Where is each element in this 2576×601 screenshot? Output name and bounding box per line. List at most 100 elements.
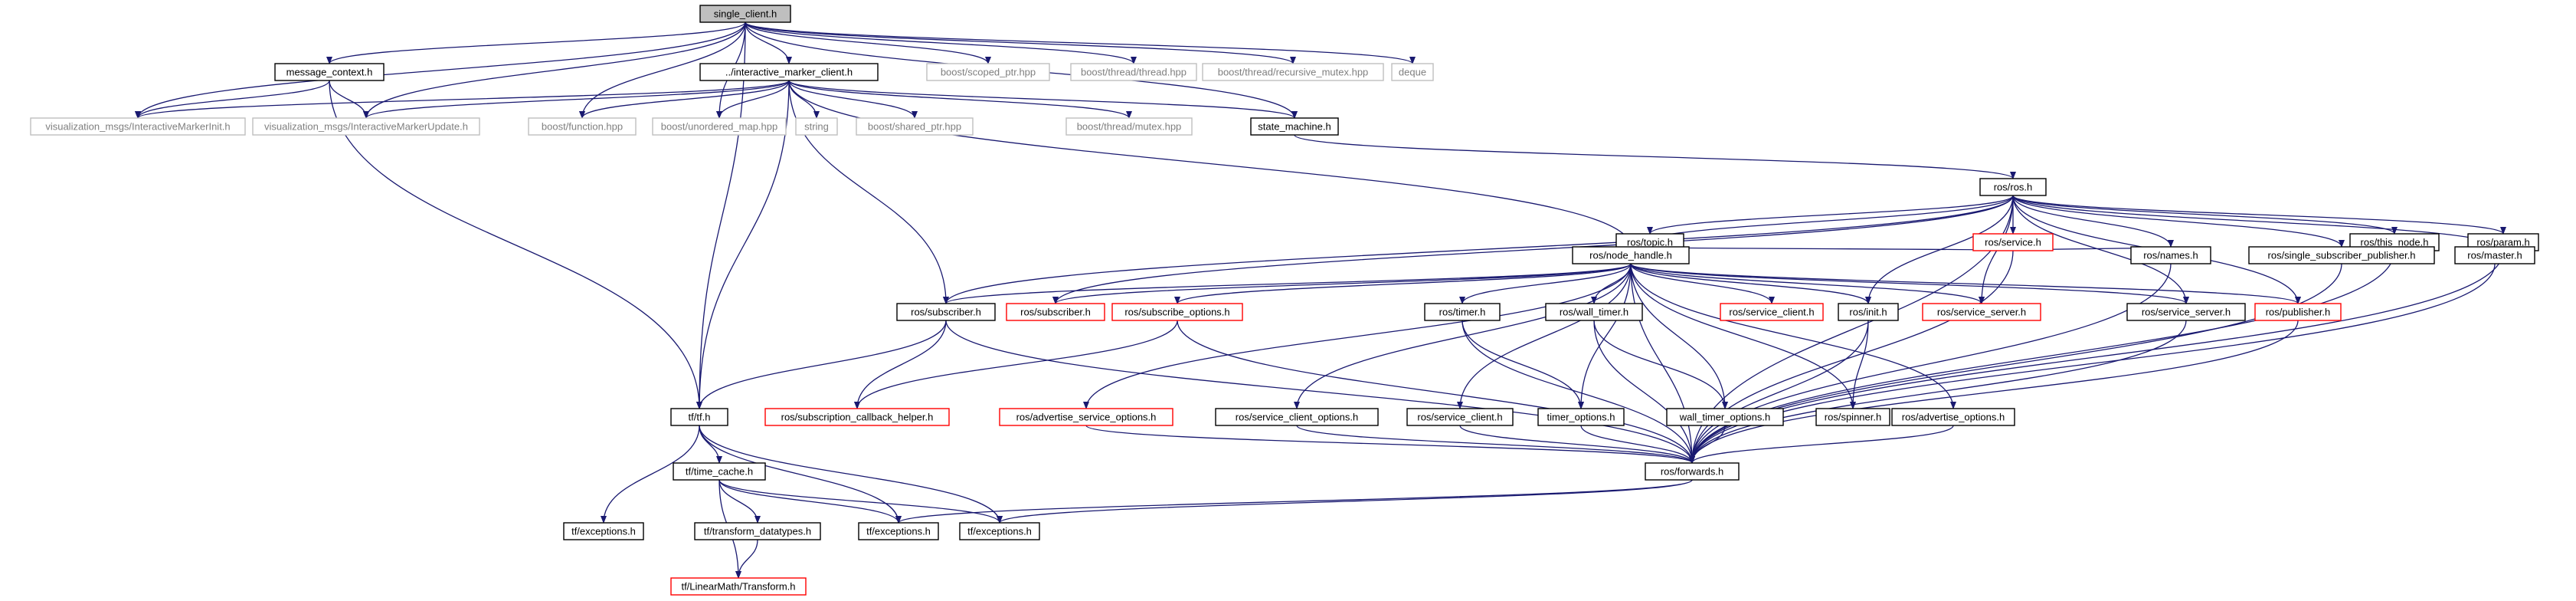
node-label: ros/subscriber.h [911,307,981,318]
node-tf-tf-h[interactable]: tf/tf.h [670,408,728,426]
node-ros-node-handle-h[interactable]: ros/node_handle.h [1572,246,1690,264]
edge-ros-ros-h-to-ros-service-server-h [2012,195,2189,304]
node-tf-linearmath-transform-h[interactable]: tf/LinearMath/Transform.h [670,577,807,596]
edge-ros-ros-h-to-ros-topic-h [1647,195,2014,235]
node-label: boost/thread/thread.hpp [1081,67,1187,78]
edge-interactive-marker-client-h-to-boost-shared-ptr-hpp [788,80,918,119]
edge-ros-node-handle-h-to-ros-service-client-h [1457,263,1632,409]
node-box [1111,303,1243,321]
node-box [694,522,821,540]
node-label: single_client.h [714,8,777,20]
node-label: ros/wall_timer.h [1560,307,1628,318]
node-box [926,63,1050,81]
edge-single-client-h-to-boost-thread-recursive-mutex-hpp [745,21,1296,64]
node-ros-subscriber-h[interactable]: ros/subscriber.h [896,303,996,321]
node-label: ros/subscribe_options.h [1124,307,1229,318]
node-label: boost/function.hpp [542,121,623,133]
node-ros-publisher-h[interactable]: ros/publisher.h [2254,303,2342,321]
edge-ros-node-handle-h-to-ros-subscriber-h [943,263,1632,304]
node-ros-service-server-h[interactable]: ros/service_server.h [2126,303,2246,321]
node-label: ros/advertise_service_options.h [1016,412,1157,423]
node-ros-subscribe-options-h[interactable]: ros/subscribe_options.h [1111,303,1243,321]
edge-ros-service-client-h-to-ros-forwards-h [1459,425,1695,464]
edge-ros-ros-h-to-ros-single-subscriber-publisher-h [2012,195,2345,248]
node-ros-service-h[interactable]: ros/service.h [1972,233,2054,251]
node-label: deque [1399,67,1426,78]
node-label: ros/subscription_callback_helper.h [781,412,934,423]
edge-tf-tf-h-to-tf-exceptions-h [601,425,700,524]
edge-single-client-h-to-visualization-msgs-interactivemarkerupdate-h [363,21,746,119]
node-box [670,577,807,596]
node-box [1645,462,1740,481]
node-ros-master-h[interactable]: ros/master.h [2454,246,2535,264]
node-ros-subscription-callback-helper-h[interactable]: ros/subscription_callback_helper.h [764,408,950,426]
edge-ros-forwards-h-to-tf-exceptions-h [895,479,1693,524]
node-ros-service-server-h[interactable]: ros/service_server.h [1922,303,2041,321]
node-state-machine-h[interactable]: state_machine.h [1250,117,1339,136]
node-label: ros/forwards.h [1661,466,1723,478]
node-label: tf/LinearMath/Transform.h [681,581,795,593]
edge-ros-timer-h-to-timer-options-h [1461,320,1584,409]
edge-interactive-marker-client-h-to-state-machine-h [788,80,1298,119]
edge-tf-time-cache-h-to-tf-exceptions-h [718,479,902,524]
node-timer-options-h[interactable]: timer_options.h [1537,408,1625,426]
node-ros-ros-h[interactable]: ros/ros.h [1979,178,2047,196]
node-ros-forwards-h[interactable]: ros/forwards.h [1645,462,1740,481]
node-ros-spinner-h[interactable]: ros/spinner.h [1815,408,1890,426]
node-ros-service-client-options-h[interactable]: ros/service_client_options.h [1215,408,1379,426]
node-box [1838,303,1899,321]
node-label: tf/tf.h [689,412,711,423]
node-label: ros/service_client.h [1729,307,1814,318]
node-label: boost/unordered_map.hpp [661,121,778,133]
node-box [699,63,879,81]
node-interactive-marker-client-h[interactable]: ../interactive_marker_client.h [699,63,879,81]
edge-message-context-h-to-visualization-msgs-interactivemarkerinit-h [135,80,330,119]
edge-ros-subscriber-h-to-ros-forwards-h [945,320,1695,464]
node-label: ros/single_subscriber_publisher.h [2268,250,2416,261]
node-boost-function-hpp: boost/function.hpp [528,117,637,136]
node-message-context-h[interactable]: message_context.h [274,63,385,81]
node-label: ros/master.h [2467,250,2522,261]
node-label: string [804,121,829,133]
node-box [2254,303,2342,321]
node-visualization-msgs-interactivemarkerinit-h: visualization_msgs/InteractiveMarkerInit… [30,117,246,136]
node-tf-exceptions-h[interactable]: tf/exceptions.h [959,522,1040,540]
node-label: ros/subscriber.h [1020,307,1091,318]
node-single-client-h[interactable]: single_client.h [699,5,791,23]
node-visualization-msgs-interactivemarkerupdate-h: visualization_msgs/InteractiveMarkerUpda… [252,117,480,136]
edge-ros-subscribe-options-h-to-ros-subscription-callback-helper-h [854,320,1178,409]
node-ros-timer-h[interactable]: ros/timer.h [1424,303,1501,321]
edge-tf-tf-h-to-tf-exceptions-h [699,425,902,524]
node-tf-time-cache-h[interactable]: tf/time_cache.h [673,462,766,481]
node-tf-exceptions-h[interactable]: tf/exceptions.h [858,522,939,540]
edge-ros-forwards-h-to-tf-exceptions-h [997,479,1693,524]
node-box [1891,408,2015,426]
node-ros-service-client-h[interactable]: ros/service_client.h [1720,303,1824,321]
node-boost-thread-thread-hpp: boost/thread/thread.hpp [1070,63,1197,81]
node-box [252,117,480,136]
node-wall-timer-options-h[interactable]: wall_timer_options.h [1666,408,1784,426]
edge-ros-ros-h-to-ros-this-node-h [2012,195,2398,235]
node-tf-exceptions-h[interactable]: tf/exceptions.h [563,522,644,540]
node-box [764,408,950,426]
node-label: ros/spinner.h [1825,412,1881,423]
node-label: boost/shared_ptr.hpp [868,121,961,133]
node-tf-transform-datatypes-h[interactable]: tf/transform_datatypes.h [694,522,821,540]
node-ros-advertise-options-h[interactable]: ros/advertise_options.h [1891,408,2015,426]
edge-single-client-h-to-tf-tf-h [696,21,746,409]
node-label: ros/names.h [2143,250,2198,261]
node-box [1922,303,2041,321]
edge-interactive-marker-client-h-to-ros-subscriber-h [788,80,949,304]
edge-tf-time-cache-h-to-tf-exceptions-h [718,479,1003,524]
node-ros-single-subscriber-publisher-h[interactable]: ros/single_subscriber_publisher.h [2248,246,2435,264]
node-label: boost/scoped_ptr.hpp [941,67,1036,78]
node-ros-service-client-h[interactable]: ros/service_client.h [1406,408,1514,426]
node-ros-wall-timer-h[interactable]: ros/wall_timer.h [1545,303,1643,321]
node-ros-advertise-service-options-h[interactable]: ros/advertise_service_options.h [999,408,1173,426]
node-ros-init-h[interactable]: ros/init.h [1838,303,1899,321]
edge-timer-options-h-to-ros-forwards-h [1580,425,1695,464]
node-ros-names-h[interactable]: ros/names.h [2130,246,2211,264]
edge-ros-ros-h-to-ros-node-handle-h [1628,195,2014,248]
node-boost-thread-mutex-hpp: boost/thread/mutex.hpp [1065,117,1193,136]
node-ros-subscriber-h[interactable]: ros/subscriber.h [1006,303,1105,321]
